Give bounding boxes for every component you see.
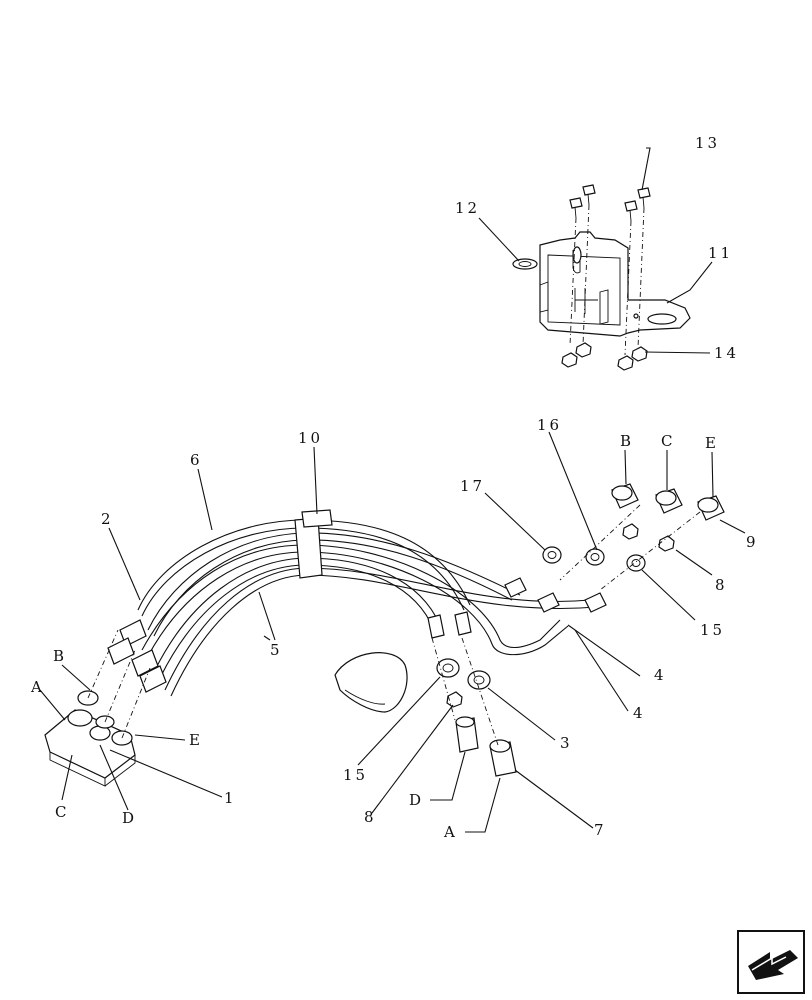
bolt-13c [624,200,638,222]
callout-A-left: A [30,678,45,696]
bolt-13d [637,187,651,209]
callout-D-left: D [122,809,137,827]
callout-1: 1 [224,789,237,807]
callout-7: 7 [594,821,607,839]
callout-15-right: 15 [700,621,725,639]
callout-6: 6 [190,451,203,469]
coupler-E [697,495,725,521]
callout-D-lower: D [409,791,424,809]
callout-3: 3 [560,734,573,752]
callout-16: 16 [537,416,562,434]
coupler-C [655,488,683,514]
callout-E-left: E [189,731,203,749]
callout-labels: 13 12 11 14 10 6 2 5 17 16 B C E 9 8 15 … [30,134,759,841]
callout-14: 14 [714,344,739,362]
callout-13: 13 [695,134,720,152]
coupler-A [489,739,517,777]
coupler-B [611,483,639,509]
bolt-13a [569,197,583,219]
callout-4-lower: 4 [633,704,646,722]
callout-B-upper: B [620,432,634,450]
callout-10: 10 [298,429,323,447]
hose-bundle [107,509,607,697]
callout-4-upper: 4 [654,666,667,684]
callout-B-left: B [53,647,67,665]
callout-C-left: C [55,803,69,821]
callout-17: 17 [460,477,485,495]
hose-clamp [334,652,408,713]
callout-11: 11 [708,244,733,262]
coupler-D [455,716,479,753]
callout-E-upper: E [705,434,719,452]
callout-12: 12 [455,199,480,217]
callout-8-left: 8 [364,808,377,826]
callout-15-left: 15 [343,766,368,784]
callout-C-upper: C [661,432,675,450]
bolt-13b [582,184,596,206]
bracket-assembly [512,184,691,371]
callout-A-lower: A [443,823,458,841]
callout-5: 5 [270,641,283,659]
callout-9: 9 [746,533,759,551]
callout-2: 2 [101,510,114,528]
callout-8-right: 8 [715,576,728,594]
coupler-block [44,690,136,787]
leader-lines [39,147,746,833]
next-page-arrow-icon[interactable] [737,930,805,994]
